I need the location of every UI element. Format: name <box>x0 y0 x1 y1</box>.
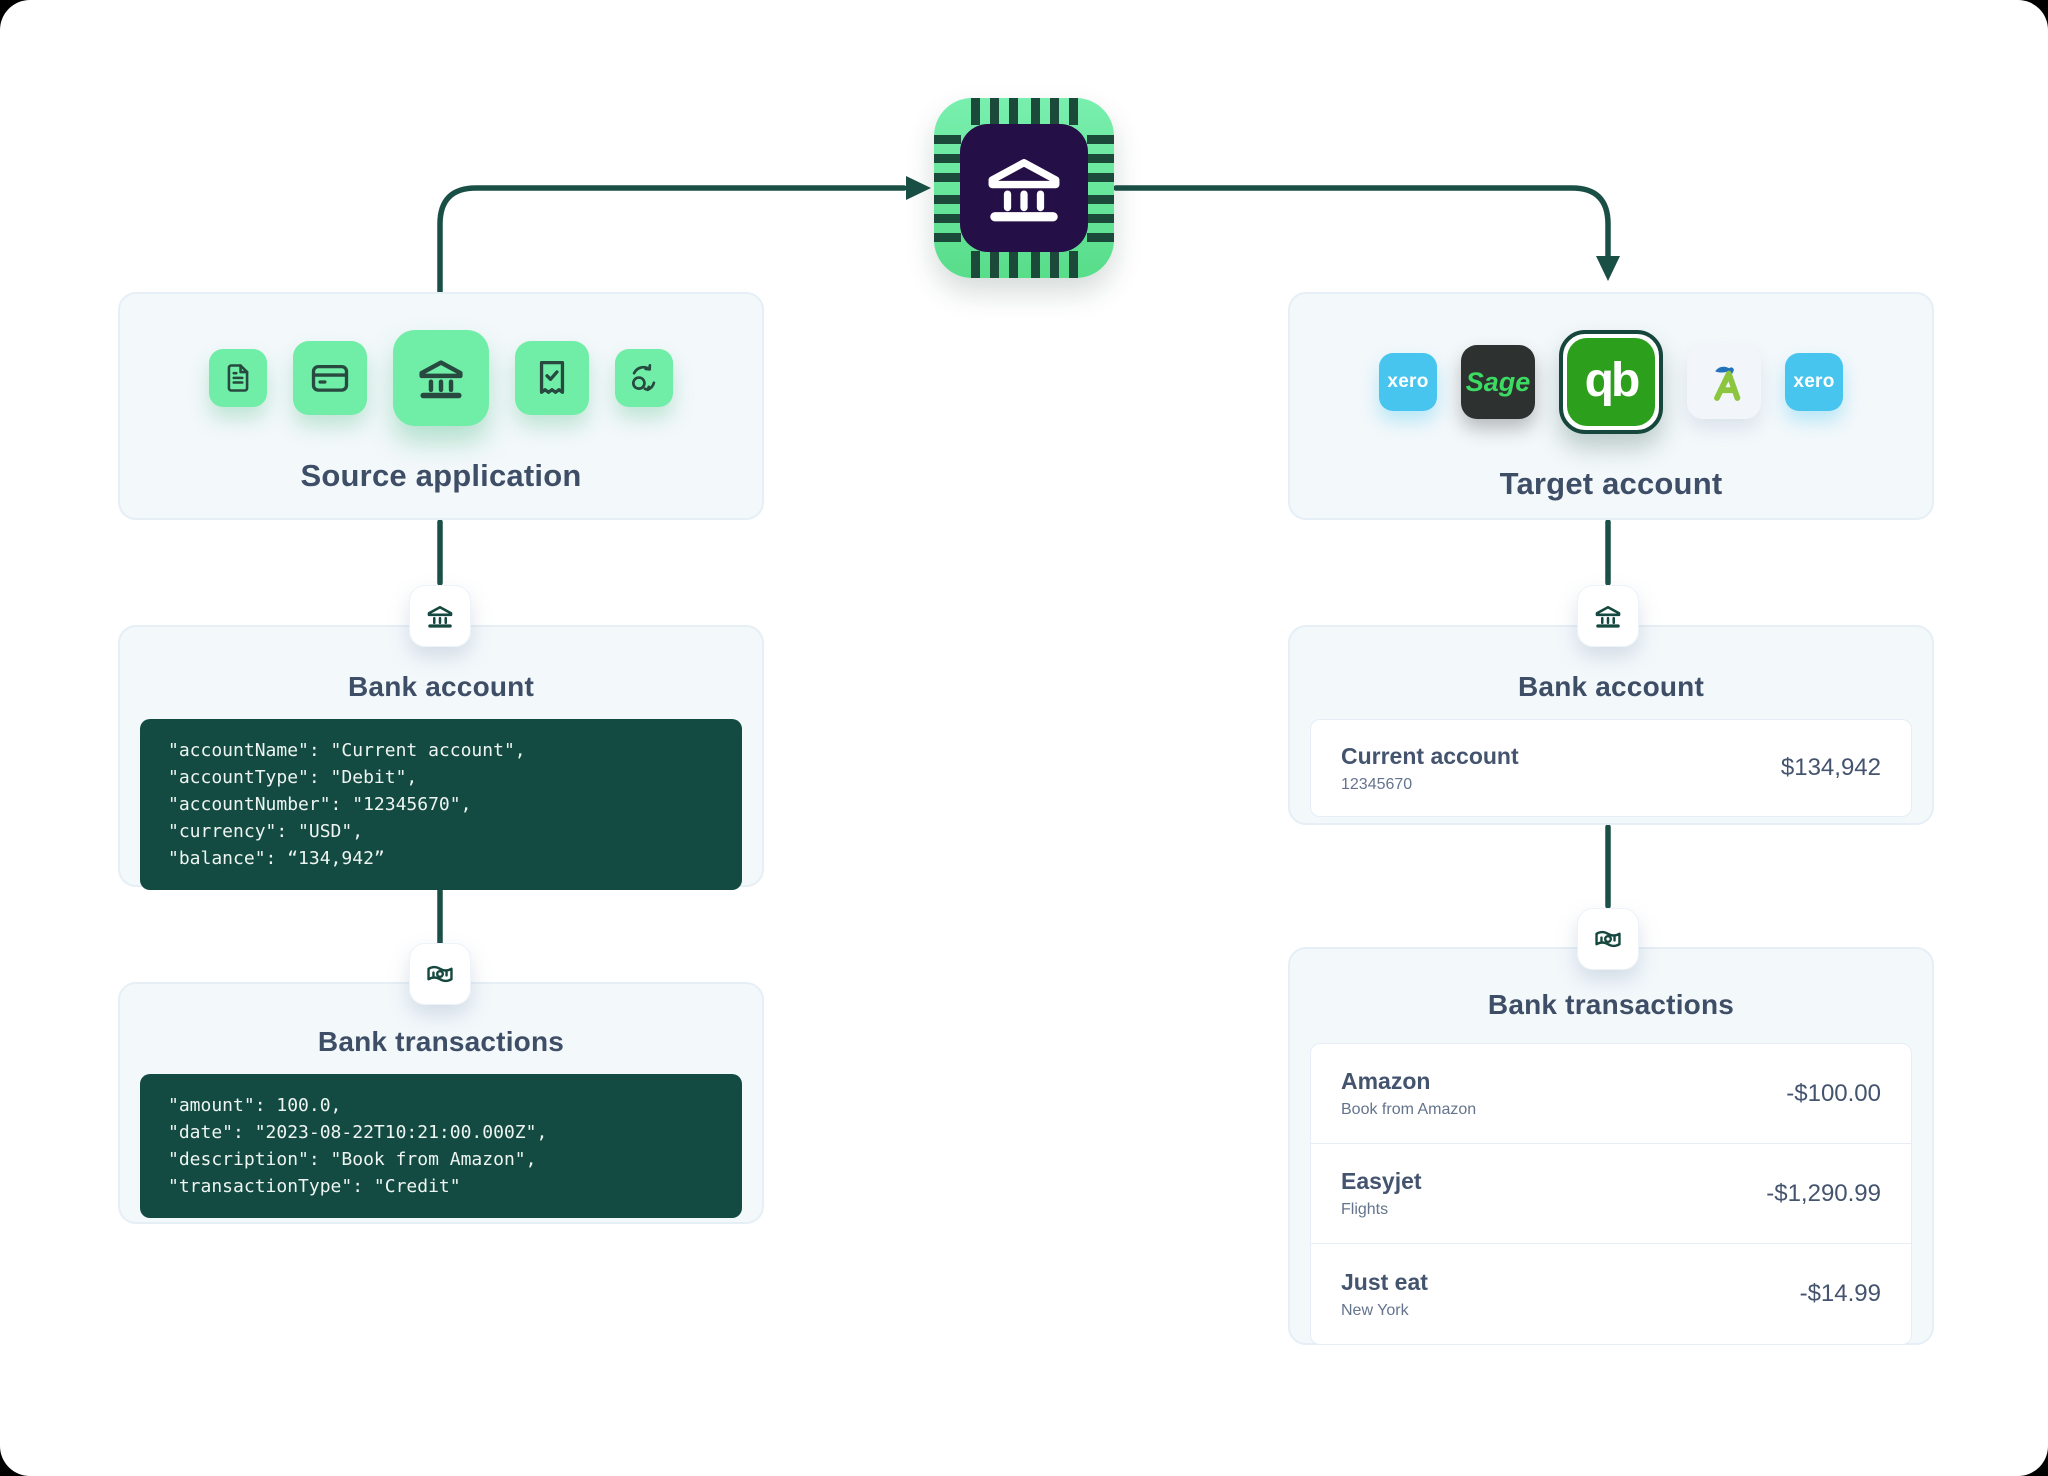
account-card: Current account 12345670 $134,942 <box>1310 719 1912 817</box>
code-line: "date": "2023-08-22T10:21:00.000Z", <box>168 1122 548 1143</box>
code-line: "transactionType": "Credit" <box>168 1176 461 1197</box>
code-line: "accountName": "Current account", <box>168 740 526 761</box>
right-bank-transactions-panel: Bank transactions Amazon Book from Amazo… <box>1288 947 1934 1345</box>
banknote-badge <box>409 943 471 1005</box>
transaction-description: New York <box>1341 1301 1409 1319</box>
bank-chip-icon <box>934 98 1114 278</box>
banknote-badge <box>1577 908 1639 970</box>
transaction-merchant: Just eat <box>1341 1268 1428 1295</box>
arrow-source-to-chip <box>437 185 907 295</box>
left-bank-transactions-title: Bank transactions <box>317 1026 565 1057</box>
transaction-amount: -$14.99 <box>1799 1280 1881 1307</box>
account-number: 12345670 <box>1341 775 1413 793</box>
transaction-description: Book from Amazon <box>1341 1101 1477 1118</box>
source-panel-title: Source application <box>300 458 582 493</box>
code-line: "accountNumber": "12345670", <box>168 794 472 815</box>
receipt-check-icon <box>515 341 589 415</box>
banknote-icon <box>1595 930 1621 948</box>
credit-card-icon <box>293 341 367 415</box>
transaction-row: Easyjet Flights -$1,290.99 <box>1311 1144 1911 1244</box>
transaction-merchant: Easyjet <box>1341 1168 1422 1194</box>
chip-core <box>960 124 1088 252</box>
left-bank-transactions-panel: Bank transactions "amount": 100.0, "date… <box>118 982 764 1224</box>
code-line: "balance": “134,942” <box>168 848 385 869</box>
code-line: "description": "Book from Amazon", <box>168 1149 537 1170</box>
bank-icon <box>393 330 489 426</box>
transaction-row: Just eat New York -$14.99 <box>1311 1244 1911 1344</box>
transaction-amount: -$1,290.99 <box>1766 1179 1881 1207</box>
right-bank-account-panel: Bank account Current account 12345670 $1… <box>1288 625 1934 825</box>
transaction-description: Flights <box>1341 1201 1389 1218</box>
target-logo-row: xero Sage qb xero <box>1290 330 1932 434</box>
arrowhead-right <box>906 176 931 200</box>
left-bank-account-title: Bank account <box>348 671 534 702</box>
right-bank-transactions-title: Bank transactions <box>1487 989 1735 1020</box>
bank-icon <box>1595 605 1621 628</box>
code-line: "amount": 100.0, <box>168 1095 342 1116</box>
xero-logo: xero <box>1785 353 1843 411</box>
transactions-list: Amazon Book from Amazon -$100.00 Easyjet… <box>1310 1043 1912 1345</box>
quickbooks-logo-selected: qb <box>1559 330 1663 434</box>
coins-swap-icon <box>615 349 673 407</box>
sage-logo: Sage <box>1461 345 1535 419</box>
source-icon-row <box>120 330 762 426</box>
bank-transaction-json: "amount": 100.0, "date": "2023-08-22T10:… <box>140 1074 742 1218</box>
target-panel-title: Target account <box>1499 466 1723 501</box>
bank-account-json: "accountName": "Current account", "accou… <box>140 719 742 890</box>
left-bank-account-panel: Bank account "accountName": "Current acc… <box>118 625 764 890</box>
transaction-row: Amazon Book from Amazon -$100.00 <box>1311 1044 1911 1144</box>
document-icon <box>209 349 267 407</box>
target-account-panel: xero Sage qb xero Target account <box>1288 292 1934 520</box>
code-line: "currency": "USD", <box>168 821 364 842</box>
bank-badge <box>409 585 471 647</box>
freeagent-logo <box>1687 345 1761 419</box>
transaction-merchant: Amazon <box>1341 1068 1431 1094</box>
xero-logo: xero <box>1379 353 1437 411</box>
arrowhead-down <box>1596 256 1620 281</box>
arrow-chip-to-target <box>1113 185 1611 259</box>
quickbooks-logo: qb <box>1567 338 1655 426</box>
bank-icon <box>978 142 1070 234</box>
bank-icon <box>427 605 453 628</box>
account-balance: $134,942 <box>1780 754 1881 781</box>
code-line: "accountType": "Debit", <box>168 767 418 788</box>
banknote-icon <box>427 965 453 983</box>
account-name: Current account <box>1341 742 1519 769</box>
transaction-amount: -$100.00 <box>1786 1079 1881 1107</box>
source-application-panel: Source application <box>118 292 764 520</box>
right-bank-account-title: Bank account <box>1518 671 1704 702</box>
bank-badge <box>1577 585 1639 647</box>
